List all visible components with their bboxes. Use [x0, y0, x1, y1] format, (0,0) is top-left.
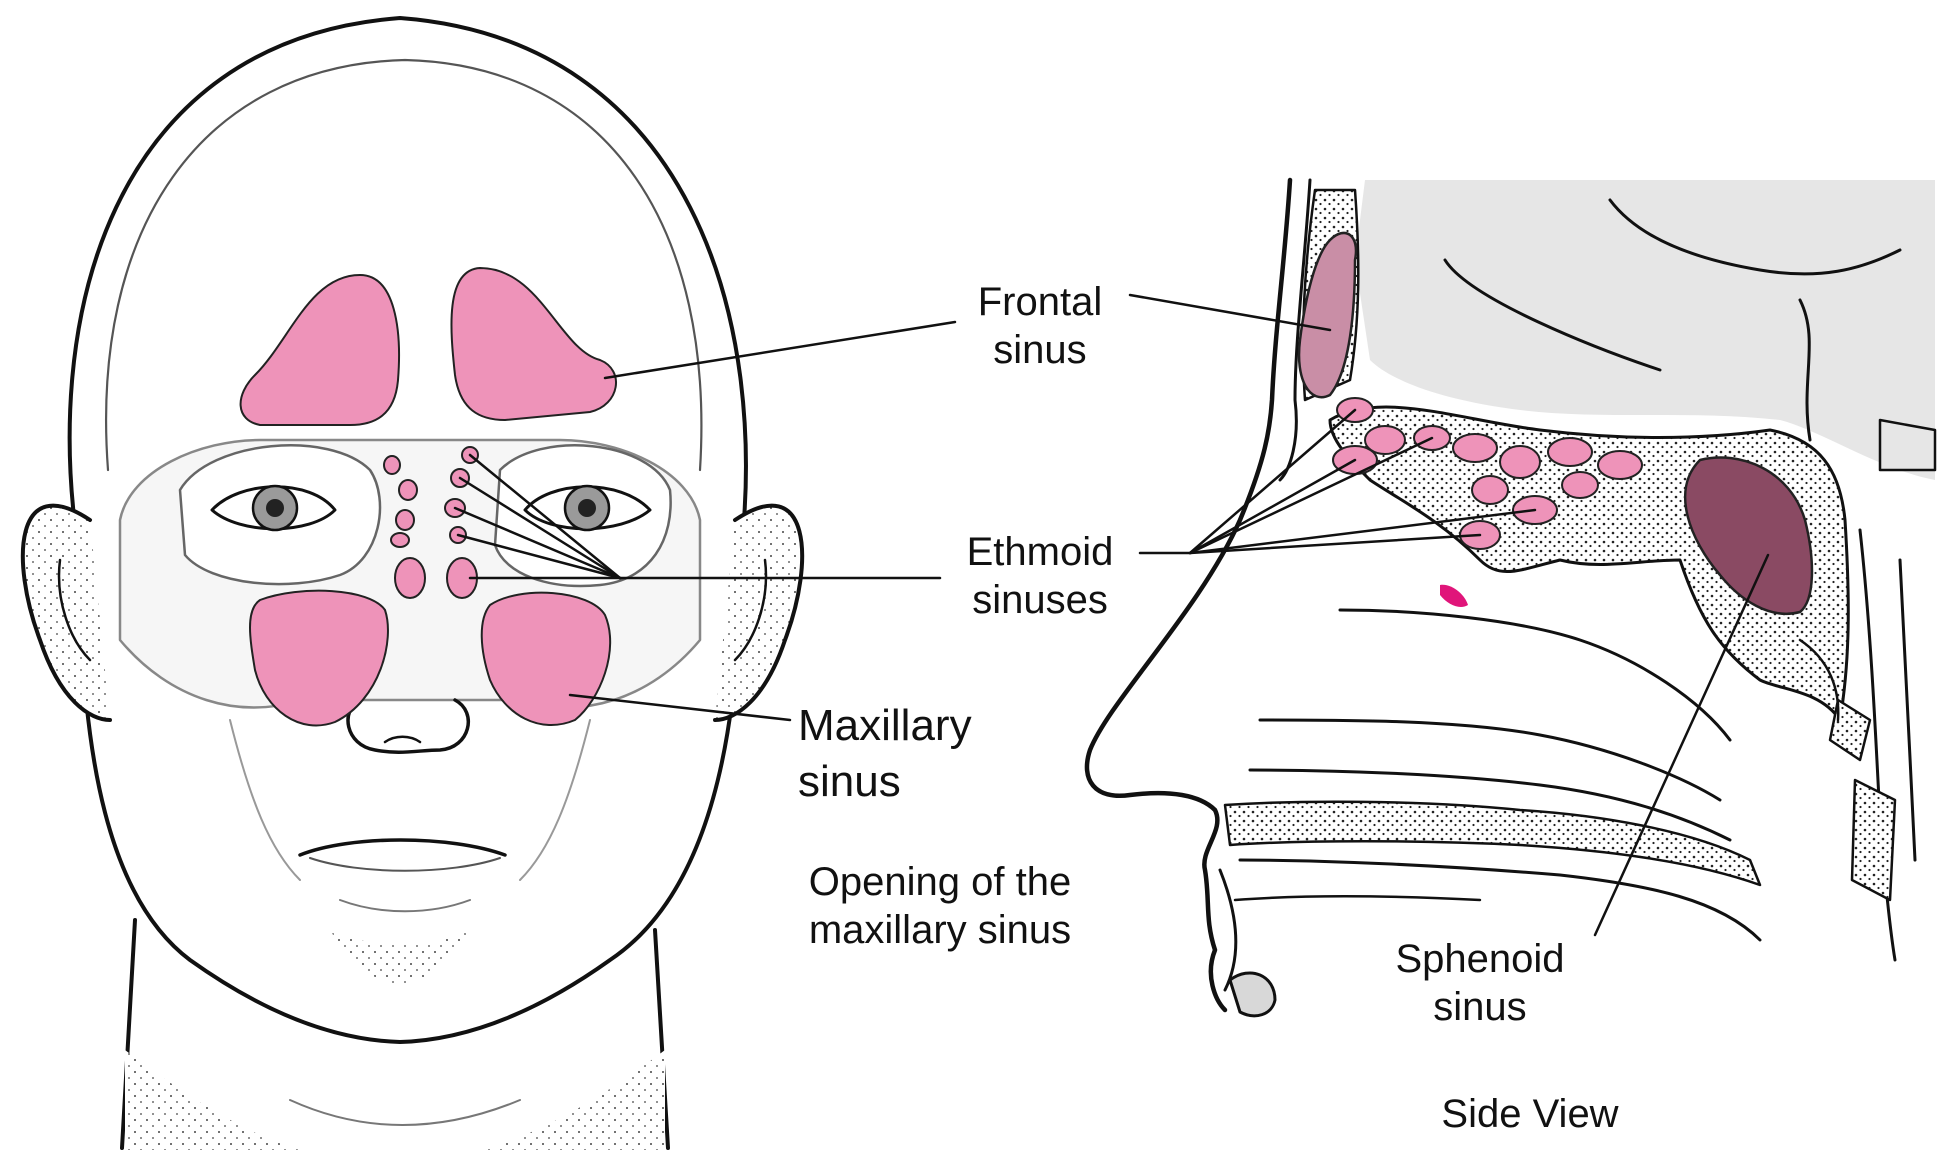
- sphenoid-sinus-label: Sphenoid sinus: [1375, 935, 1585, 1031]
- ethmoid-sinuses-label: Ethmoid sinuses: [945, 528, 1135, 624]
- sphenoid-sinus-label-line2: sinus: [1375, 983, 1585, 1031]
- ethmoid-sinuses-label-line1: Ethmoid: [945, 528, 1135, 576]
- side-view-head: [1087, 180, 1935, 1016]
- frontal-sinus-label-line2: sinus: [955, 326, 1125, 374]
- frontal-sinus-label: Frontal sinus: [955, 278, 1125, 374]
- ethmoid-cell: [395, 558, 425, 598]
- ethmoid-cell: [384, 456, 400, 474]
- maxillary-opening-mark: [1440, 585, 1468, 607]
- maxillary-sinus-label: Maxillary sinus: [798, 698, 1028, 810]
- side-view-label-text: Side View: [1400, 1090, 1660, 1138]
- ethmoid-cell: [399, 480, 417, 500]
- maxillary-sinus-label-line1: Maxillary: [798, 698, 1028, 754]
- maxillary-opening-label: Opening of the maxillary sinus: [770, 858, 1110, 954]
- frontal-sinus-label-line1: Frontal: [955, 278, 1125, 326]
- sphenoid-sinus-label-line1: Sphenoid: [1375, 935, 1585, 983]
- ethmoid-cell: [396, 510, 414, 530]
- maxillary-opening-label-line1: Opening of the: [770, 858, 1110, 906]
- maxillary-opening-label-line2: maxillary sinus: [770, 906, 1110, 954]
- maxillary-sinus-label-line2: sinus: [798, 754, 1028, 810]
- ethmoid-cell: [391, 533, 409, 547]
- ethmoid-sinuses-label-line2: sinuses: [945, 576, 1135, 624]
- side-view-label: Side View: [1400, 1090, 1660, 1138]
